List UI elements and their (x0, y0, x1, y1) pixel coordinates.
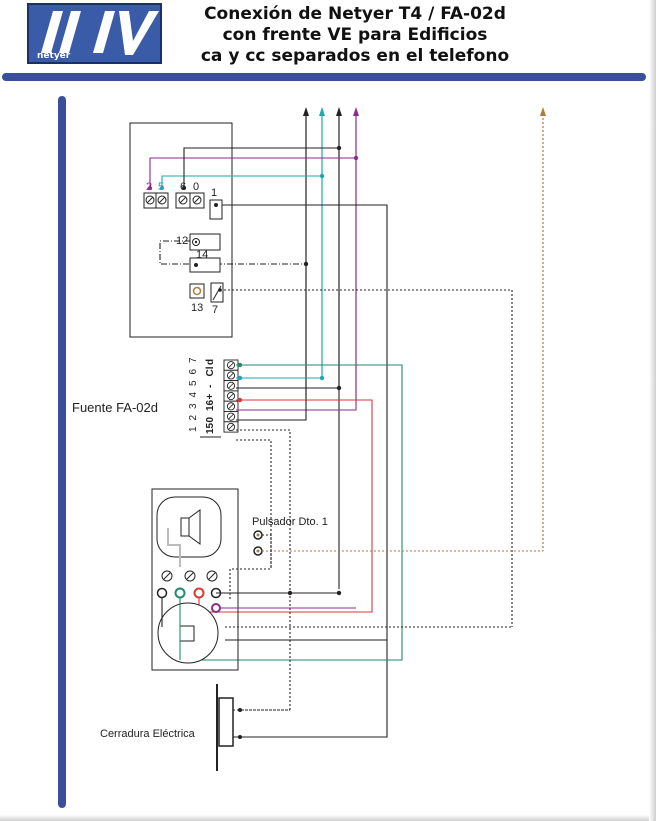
ps-screw-slot-2 (228, 372, 234, 379)
left-bar (58, 96, 66, 808)
ps-terminal-label-2: 16 (205, 399, 216, 411)
logo-text: netyer (37, 51, 71, 61)
ps-screw-slot-6 (228, 413, 234, 420)
diagram-title: Conexión de Netyer T4 / FA-02d con frent… (170, 4, 540, 67)
riser-wires (305, 114, 544, 551)
button-label: Pulsador Dto. 1 (252, 516, 328, 528)
ps-terminal-label-3: + (205, 394, 216, 400)
power-supply-label: Fuente FA-02d (72, 400, 158, 415)
ps-terminal-label-0: 15 (205, 422, 216, 434)
lock-label: Cerradura Eléctrica (100, 728, 196, 740)
ps-number-6: 6 (188, 369, 199, 375)
ps-screw-slot-3 (228, 383, 234, 389)
ps-number-7: 7 (188, 357, 199, 363)
terminal-label-2: 2 (146, 181, 152, 193)
logo-graphic: netyer (37, 11, 159, 61)
terminal-label-5: 5 (158, 181, 164, 193)
title-line-3: ca y cc separados en el telefono (200, 46, 510, 66)
power-supply-numbers: 1 2 3 4 5 6 7 (188, 357, 199, 432)
electric-lock (216, 672, 388, 771)
ps-terminal-label-4: - (205, 385, 216, 388)
phone-box (129, 122, 233, 338)
ps-terminal-label-5: Cl (205, 366, 216, 376)
header-bar (2, 73, 646, 81)
power-supply-terminal-labels: 150 16+ - Cld (200, 359, 221, 438)
ps-number-5: 5 (188, 380, 199, 386)
ps-number-3: 3 (188, 403, 199, 409)
title-line-1: Conexión de Netyer T4 / FA-02d (204, 4, 506, 24)
door-panel (151, 488, 512, 671)
ps-number-4: 4 (188, 392, 199, 398)
phone-wiring (149, 147, 513, 672)
terminal-label-13: 13 (191, 302, 203, 314)
terminal-label-1: 1 (211, 187, 217, 199)
phone-terminals-top (143, 186, 205, 209)
ps-screw-slot-1 (228, 362, 234, 368)
terminal-12 (189, 233, 221, 251)
riser-arrows (303, 107, 546, 116)
terminal-label-7: 7 (212, 304, 218, 316)
power-supply-strip (180, 359, 403, 711)
ps-number-2: 2 (188, 415, 199, 421)
ps-number-1: 1 (188, 426, 199, 432)
terminal-14 (189, 257, 221, 273)
ps-screw-slot-5 (228, 403, 234, 410)
terminal-label-12: 12 (176, 235, 188, 247)
title-line-2: con frente VE para Edificios (222, 25, 488, 45)
ps-terminal-label-6: d (205, 359, 216, 365)
phone-junction-dots (303, 145, 359, 267)
terminal-label-14: 14 (196, 249, 208, 261)
terminal-label-0: 0 (193, 181, 199, 193)
netyer-logo: netyer (27, 3, 162, 64)
terminal-label-6: 6 (180, 181, 186, 193)
terminal-1 (209, 199, 223, 220)
ps-screw-slot-7 (228, 424, 234, 430)
ps-screw-slot-4 (228, 393, 234, 399)
ps-terminal-label-1: 0 (205, 417, 216, 423)
